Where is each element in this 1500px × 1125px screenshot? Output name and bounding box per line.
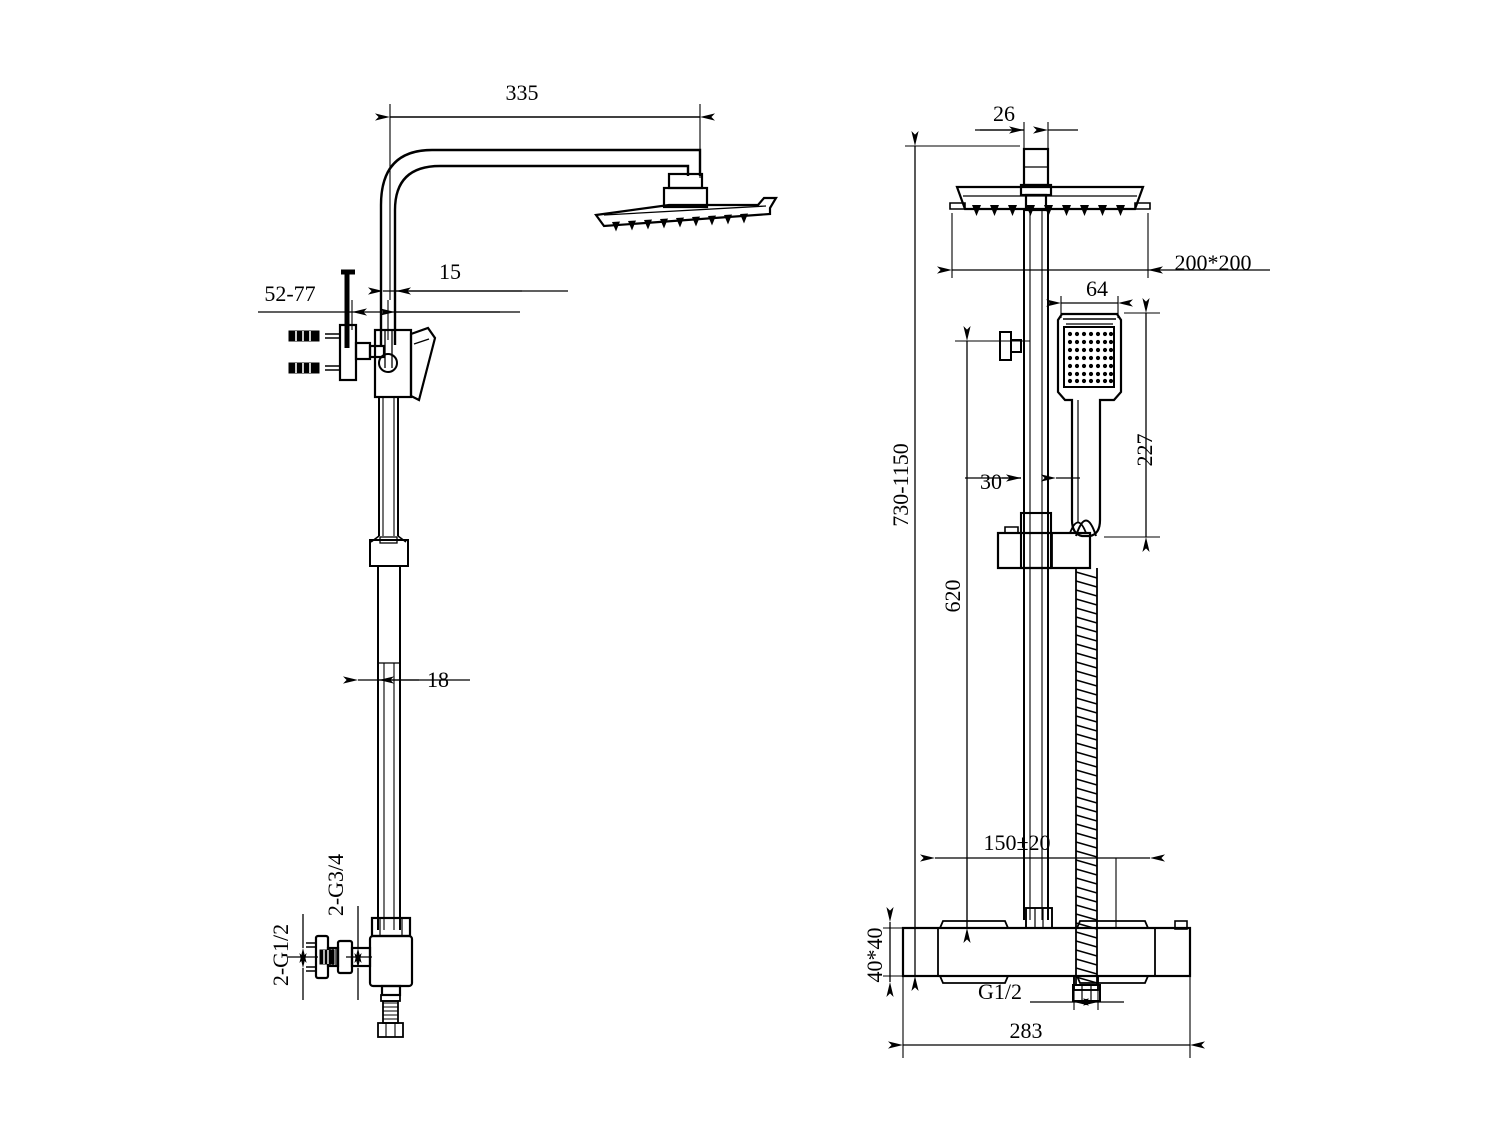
dim-bar-section xyxy=(883,907,905,997)
slide-rail-bracket xyxy=(996,521,1092,570)
dim-label-hand-length: 227 xyxy=(1132,434,1157,467)
front-elevation-view xyxy=(883,122,1270,1058)
swan-neck-shower-arm xyxy=(379,148,702,345)
dim-rail-height xyxy=(955,326,1030,943)
dim-outlet-thread-leader xyxy=(346,906,372,1000)
riser-pipe-upper xyxy=(369,397,409,567)
rain-head-nozzles-front xyxy=(972,205,1125,216)
hose-coils xyxy=(1075,571,1098,984)
dim-total-height xyxy=(905,131,1020,991)
dim-label-hose-thread: G1/2 xyxy=(978,979,1022,1004)
diverter-handle-front xyxy=(999,331,1022,361)
side-elevation-view xyxy=(258,104,778,1038)
hose-connector-side xyxy=(377,994,404,1038)
wall-anchor-plugs xyxy=(288,330,320,374)
rain-shower-head-front xyxy=(949,185,1151,211)
dim-head-size xyxy=(937,213,1270,278)
dim-label-arm-reach: 335 xyxy=(506,80,539,105)
dim-label-riser-offset: 15 xyxy=(439,259,461,284)
dim-inlet-thread-leader xyxy=(288,914,318,1000)
valve-anchor-plug xyxy=(319,949,335,965)
dim-label-outlet-thread: 2-G3/4 xyxy=(323,854,348,916)
dim-label-arm-width: 26 xyxy=(993,101,1015,126)
hand-shower-face-grid xyxy=(1063,326,1115,388)
dim-hand-length xyxy=(1104,298,1160,552)
dim-bar-width xyxy=(888,976,1205,1058)
dim-label-inlet-thread: 2-G1/2 xyxy=(268,924,293,986)
riser-pipe-lower xyxy=(377,566,401,930)
rain-shower-head xyxy=(594,172,778,228)
rain-head-nozzles xyxy=(612,213,748,232)
dim-label-total-height: 730-1150 xyxy=(888,443,913,527)
dim-label-wall-standoff: 52-77 xyxy=(264,281,315,306)
allen-key-icon xyxy=(341,269,355,348)
dim-label-inlet-centers: 150±20 xyxy=(983,830,1050,855)
diverter-handle xyxy=(409,326,437,402)
dim-label-rail-height: 620 xyxy=(940,580,965,613)
dim-label-bar-section: 40*40 xyxy=(862,928,887,983)
dim-label-riser-diameter: 18 xyxy=(427,667,449,692)
dim-label-head-size: 200*200 xyxy=(1175,250,1252,275)
dim-wall-standoff xyxy=(258,300,520,340)
thermostatic-bar-mixer xyxy=(901,907,1192,991)
dim-label-slider-offset: 30 xyxy=(980,469,1002,494)
dim-hose-thread xyxy=(1030,988,1124,1010)
shower-arm-front xyxy=(1019,147,1053,212)
dim-label-bar-width: 283 xyxy=(1010,1018,1043,1043)
dim-label-hand-head-width: 64 xyxy=(1086,276,1108,301)
flexible-shower-hose xyxy=(1072,568,1101,1002)
